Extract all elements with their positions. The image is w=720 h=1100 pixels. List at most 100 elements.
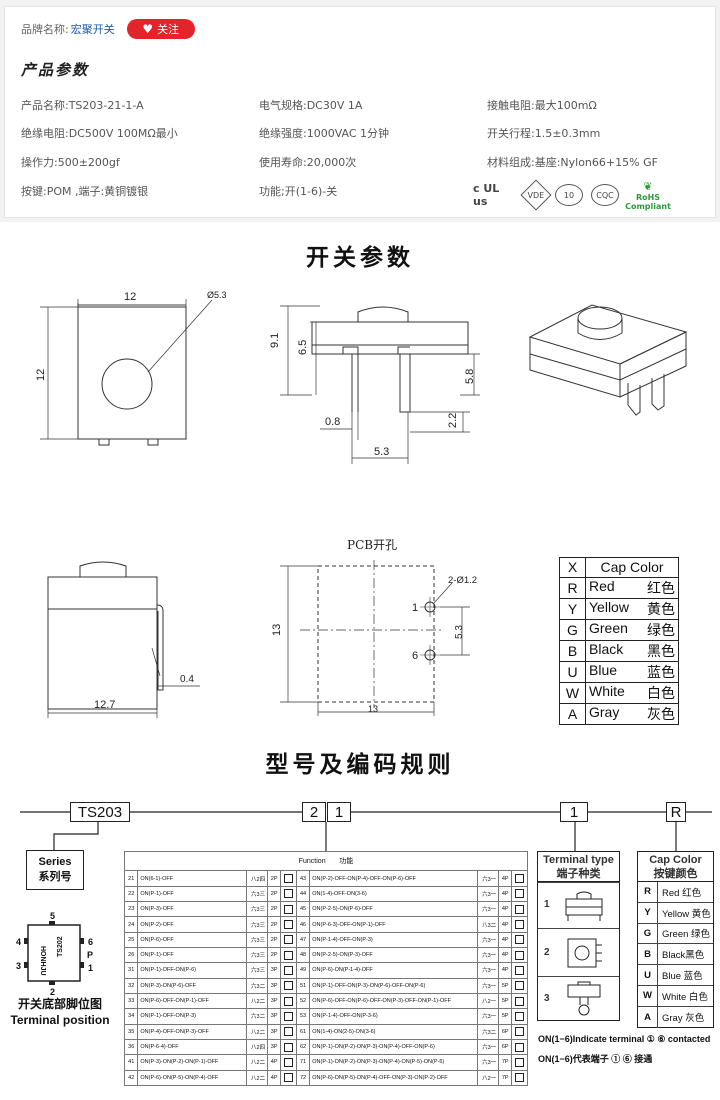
param-travel: 开关行程:1.5±0.3mm — [487, 127, 601, 140]
terminal-type-panel: Terminal type 端子种类 1 2 3 — [537, 851, 620, 1021]
dim-pin-pitch: 5.3 — [374, 446, 389, 458]
top-view-drawing — [40, 299, 213, 446]
coding-rule-heading: 型号及编码规则 — [265, 752, 455, 778]
dim-pcb-width: 13 — [368, 704, 378, 714]
terminal-type-row: 2 — [538, 928, 619, 976]
dim-top-height: 12 — [35, 369, 47, 381]
pcb-title: PCB开孔 — [347, 538, 397, 552]
param-product-name: 产品名称:TS203-21-1-A — [21, 99, 144, 112]
enec-cert-icon: 10 — [555, 184, 583, 206]
coding-connector-lines — [20, 811, 712, 852]
follow-label: 关注 — [157, 23, 180, 36]
heart-icon: ♥ — [142, 22, 154, 36]
dim-pin-width: 0.8 — [325, 416, 340, 428]
terminal-icon — [515, 996, 525, 1006]
leaf-icon: ❦ — [643, 179, 653, 193]
param-dielectric: 绝缘强度:1000VAC 1分钟 — [259, 127, 390, 140]
terminal-icon — [515, 874, 525, 884]
terminal-type-row: 3 — [538, 976, 619, 1020]
terminal-code-box: 1 — [560, 802, 588, 822]
terminal-icon — [515, 981, 525, 991]
terminal-type-row: 1 — [538, 882, 619, 928]
vde-cert-icon: VDE — [520, 179, 552, 211]
function-code-box-2: 1 — [327, 802, 351, 822]
terminal-type-1-icon — [565, 891, 603, 921]
terminal-icon — [284, 904, 294, 914]
cqc-cert-icon: CQC — [591, 184, 619, 206]
isometric-view-drawing — [528, 304, 688, 416]
color-table-header: X Cap Color — [559, 557, 679, 578]
switch-params-heading: 开关参数 — [306, 245, 414, 271]
terminal-icon — [284, 981, 294, 991]
terminal-icon — [284, 965, 294, 975]
series-code-box: TS203 — [70, 802, 130, 822]
certification-logos: c UL us VDE 10 CQC ❦ RoHS Compliant — [473, 179, 671, 211]
param-insulation-resistance: 绝缘电阻:DC500V 100MΩ最小 — [21, 127, 178, 140]
pcb-pin-6: 6 — [412, 650, 418, 662]
product-card: 品牌名称: 宏聚开关 ♥ 关注 产品参数 产品名称:TS203-21-1-A 电… — [4, 6, 716, 218]
svg-text:4: 4 — [16, 937, 21, 947]
terminal-icon — [515, 1057, 525, 1067]
terminal-icon — [515, 965, 525, 975]
product-params-title: 产品参数 — [21, 61, 90, 79]
terminal-icon — [284, 950, 294, 960]
brand-name-link[interactable]: 宏聚开关 — [70, 23, 115, 36]
terminal-icon — [284, 1011, 294, 1021]
dim-pin-length: 2.2 — [447, 413, 459, 428]
function-code-box-1: 2 — [302, 802, 326, 822]
param-function: 功能;开(1-6)-关 — [259, 185, 338, 198]
svg-text:5: 5 — [50, 911, 55, 921]
terminal-position-label: 开关底部脚位图 Terminal position — [10, 997, 110, 1027]
terminal-type-3-icon — [567, 981, 601, 1016]
dim-pcb-pitch: 5.3 — [454, 625, 465, 639]
terminal-icon — [515, 950, 525, 960]
param-contact-resistance: 接触电阻:最大100mΩ — [487, 99, 597, 112]
terminal-icon — [284, 889, 294, 899]
svg-text:6: 6 — [88, 937, 93, 947]
terminal-icon — [284, 874, 294, 884]
dimension-drawings: 12 Ø5.3 12 9.1 6.5 5.8 2.2 0.8 5.3 12.7 … — [35, 290, 688, 718]
svg-text:TS202: TS202 — [57, 936, 64, 957]
dim-side-width: 12.7 — [94, 699, 115, 711]
pcb-hole-drawing — [280, 560, 470, 716]
brand-row: 品牌名称: 宏聚开关 ♥ 关注 — [21, 19, 195, 39]
brand-label: 品牌名称: — [21, 23, 69, 36]
dim-cap-diameter: Ø5.3 — [207, 290, 227, 300]
series-label-box: Series 系列号 — [26, 850, 84, 890]
terminal-icon — [515, 1042, 525, 1052]
terminal-icon — [284, 935, 294, 945]
follow-button[interactable]: ♥ 关注 — [126, 19, 195, 39]
side-view-drawing — [47, 561, 200, 718]
terminal-icon — [284, 996, 294, 1006]
terminal-icon — [515, 904, 525, 914]
ul-cert-icon: c UL us — [473, 182, 500, 208]
terminal-icon — [284, 1042, 294, 1052]
terminal-icon — [515, 1011, 525, 1021]
rohs-cert-icon: ❦ RoHS Compliant — [625, 179, 671, 211]
param-electrical: 电气规格:DC30V 1A — [259, 99, 363, 112]
svg-text:P: P — [87, 950, 93, 960]
terminal-icon — [284, 920, 294, 930]
terminal-icon — [284, 1027, 294, 1037]
